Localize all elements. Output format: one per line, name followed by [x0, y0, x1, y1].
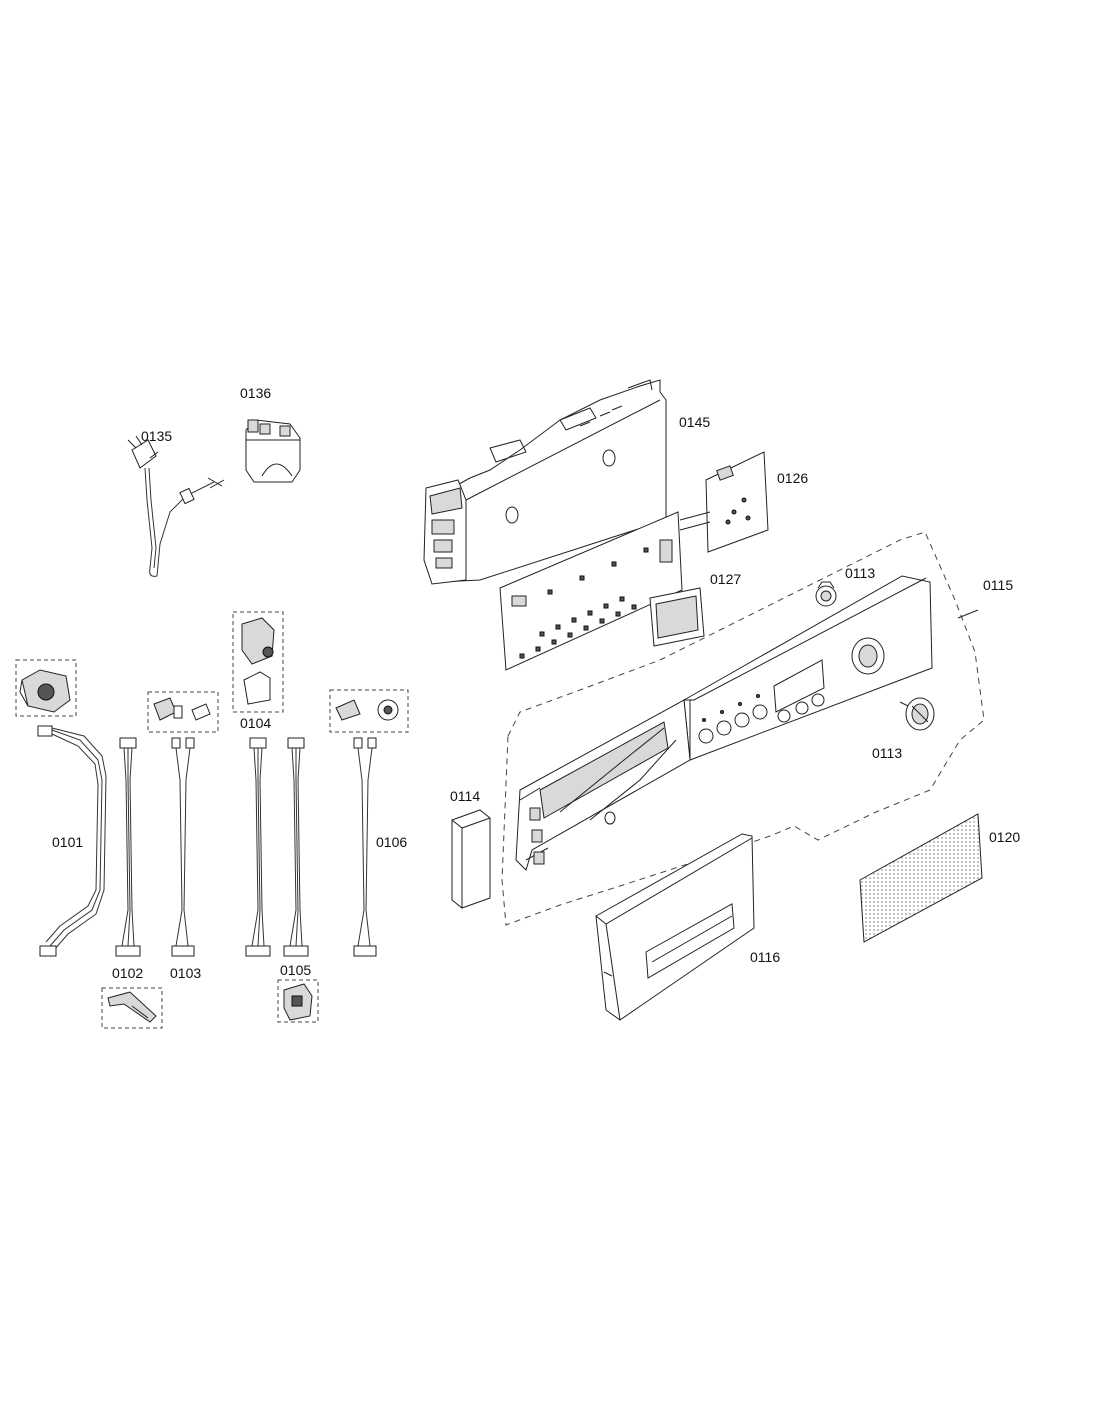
- label-0116: 0116: [750, 949, 780, 965]
- wiring-harness-0106[interactable]: [353, 737, 377, 957]
- heater-part-0102[interactable]: [107, 991, 157, 1023]
- label-0103: 0103: [170, 965, 201, 981]
- suppression-filter-0136[interactable]: [245, 419, 301, 483]
- valve-parts-0104[interactable]: [241, 617, 275, 705]
- label-0106: 0106: [376, 834, 407, 850]
- label-0127: 0127: [710, 571, 741, 587]
- sensor-parts-0103[interactable]: [153, 697, 211, 721]
- wiring-harness-0103[interactable]: [171, 737, 195, 957]
- display-board-0127[interactable]: [499, 511, 705, 671]
- label-0105: 0105: [280, 962, 311, 978]
- label-0113-top: 0113: [845, 565, 875, 581]
- wiring-harness-0104[interactable]: [245, 737, 309, 957]
- label-0101: 0101: [52, 834, 83, 850]
- wiring-harness-0102[interactable]: [115, 737, 141, 957]
- fascia-panel-0115[interactable]: [515, 575, 933, 871]
- heater-box-0102: [101, 987, 163, 1029]
- valve-box-0104: [232, 611, 284, 713]
- component-box-0105: [277, 979, 319, 1023]
- label-0115: 0115: [983, 577, 1013, 593]
- label-0104: 0104: [240, 715, 271, 731]
- leader-0115: [957, 609, 979, 619]
- sensor-box-0103: [147, 691, 219, 733]
- motor-box: [15, 659, 77, 717]
- label-0102: 0102: [112, 965, 143, 981]
- decor-foil-0120[interactable]: [859, 813, 983, 943]
- sensor-parts-0106[interactable]: [335, 699, 399, 721]
- power-cord-0135[interactable]: [127, 435, 225, 577]
- label-0114: 0114: [450, 788, 480, 804]
- panel-assembly-outline-0115: [501, 531, 985, 926]
- insert-block-0114[interactable]: [451, 809, 491, 909]
- electronic-module-0145[interactable]: [423, 379, 667, 585]
- component-0105[interactable]: [283, 983, 313, 1021]
- motor-component[interactable]: [19, 669, 71, 713]
- sensor-box-0106: [329, 689, 409, 733]
- wiring-harness-0101[interactable]: [37, 725, 107, 957]
- label-0120: 0120: [989, 829, 1020, 845]
- label-0136: 0136: [240, 385, 271, 401]
- dispenser-handle-0116[interactable]: [595, 833, 755, 1021]
- label-0113-bottom: 0113: [872, 745, 902, 761]
- label-0126: 0126: [777, 470, 808, 486]
- knob-holder-0113[interactable]: [815, 581, 837, 607]
- label-0135: 0135: [141, 428, 172, 444]
- circuit-board-0126[interactable]: [679, 451, 769, 553]
- label-0145: 0145: [679, 414, 710, 430]
- knob-0113[interactable]: [899, 697, 935, 731]
